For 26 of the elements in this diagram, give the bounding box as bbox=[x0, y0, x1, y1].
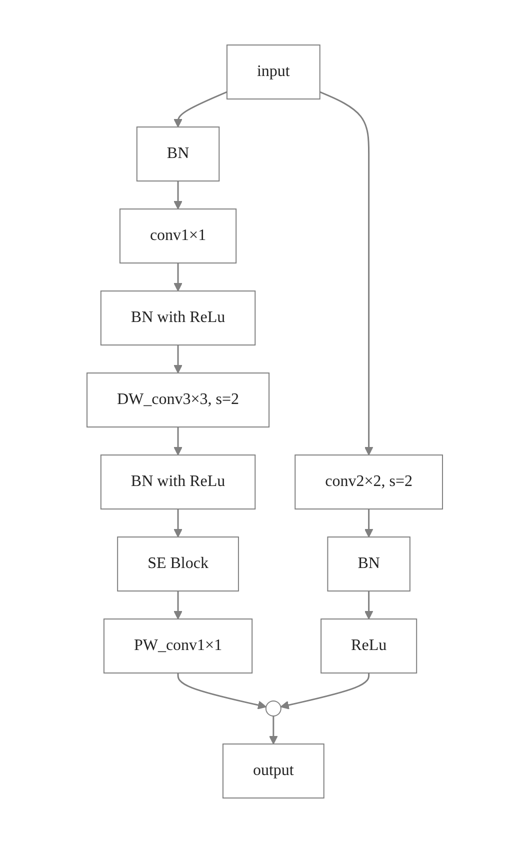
arrow bbox=[174, 181, 183, 210]
node-box: DW_conv3×3, s=2 bbox=[86, 372, 270, 428]
arrow bbox=[174, 345, 183, 374]
arrow bbox=[174, 591, 183, 620]
node-box: SE Block bbox=[117, 536, 240, 592]
node-box: output bbox=[222, 744, 325, 798]
node-box: ReLu bbox=[320, 618, 418, 674]
arrow bbox=[174, 91, 228, 128]
arrow bbox=[280, 673, 370, 710]
arrow bbox=[320, 91, 374, 456]
arrow bbox=[174, 427, 183, 456]
node-box: PW_conv1×1 bbox=[104, 618, 253, 674]
node-box: BN with ReLu bbox=[100, 454, 256, 510]
node-box: BN bbox=[327, 536, 411, 592]
node-box: BN bbox=[136, 126, 220, 182]
node-box: conv1×1 bbox=[120, 208, 237, 264]
node-box: input bbox=[226, 44, 321, 100]
arrow bbox=[269, 716, 278, 744]
node-box: conv2×2, s=2 bbox=[294, 454, 444, 510]
arrow bbox=[364, 509, 374, 538]
arrow bbox=[174, 263, 183, 292]
arrow bbox=[364, 591, 374, 620]
arrow bbox=[178, 673, 267, 710]
node-box: BN with ReLu bbox=[100, 290, 256, 346]
node-circle bbox=[266, 700, 282, 716]
arrow bbox=[174, 509, 183, 538]
